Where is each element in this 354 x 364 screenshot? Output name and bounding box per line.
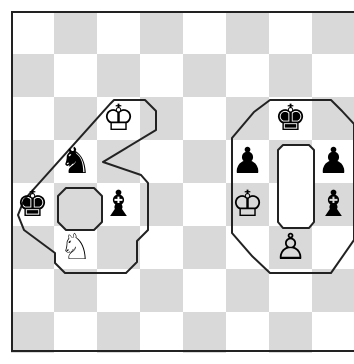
board-square[interactable] [183,269,226,312]
board-square[interactable] [11,11,54,54]
board-square[interactable] [183,97,226,140]
board-square[interactable] [11,97,54,140]
board-square[interactable] [183,11,226,54]
board-square[interactable] [269,269,312,312]
board-square[interactable] [226,97,269,140]
board-square[interactable] [226,11,269,54]
board-square[interactable] [183,312,226,353]
black-pawn-icon[interactable]: ♟ [226,140,269,183]
board-square[interactable] [54,269,97,312]
board-square[interactable] [140,312,183,353]
board-square[interactable] [54,312,97,353]
board-square[interactable] [140,226,183,269]
board-square[interactable] [226,54,269,97]
board-square[interactable] [269,183,312,226]
board-square[interactable] [140,54,183,97]
board-square[interactable] [226,269,269,312]
white-king-icon[interactable]: ♔ [97,97,140,140]
board-square[interactable] [140,11,183,54]
board-square[interactable] [54,97,97,140]
board-square[interactable] [312,226,354,269]
board-square[interactable] [11,312,54,353]
board-square[interactable] [11,269,54,312]
board-square[interactable] [54,183,97,226]
white-king-icon[interactable]: ♔ [226,183,269,226]
board-square[interactable] [183,226,226,269]
board-square[interactable] [312,11,354,54]
board-square[interactable] [312,312,354,353]
board-square[interactable] [183,54,226,97]
board-square[interactable] [140,97,183,140]
board-square[interactable] [54,54,97,97]
board-square[interactable] [140,269,183,312]
black-bishop-icon[interactable]: ♝ [312,183,354,226]
board-square[interactable] [97,269,140,312]
board-square[interactable] [97,140,140,183]
white-pawn-icon[interactable]: ♙ [269,226,312,269]
black-pawn-icon[interactable]: ♟ [312,140,354,183]
board-square[interactable] [269,11,312,54]
board-square[interactable] [97,226,140,269]
board-square[interactable] [312,269,354,312]
board-square[interactable] [97,54,140,97]
board-square[interactable] [269,54,312,97]
board-square[interactable] [11,54,54,97]
board-square[interactable] [183,140,226,183]
board-square[interactable] [312,97,354,140]
board-square[interactable] [97,312,140,353]
board-square[interactable] [11,226,54,269]
black-bishop-icon[interactable]: ♝ [97,183,140,226]
black-king-icon[interactable]: ♚ [11,183,54,226]
board-square[interactable] [269,140,312,183]
board-square[interactable] [183,183,226,226]
board-square[interactable] [312,54,354,97]
white-knight-icon[interactable]: ♘ [54,226,97,269]
board-square[interactable] [54,11,97,54]
board-square[interactable] [226,312,269,353]
board-square[interactable] [97,11,140,54]
board-square[interactable] [11,140,54,183]
black-king-icon[interactable]: ♚ [269,97,312,140]
board-square[interactable] [226,226,269,269]
board-square[interactable] [140,183,183,226]
board-square[interactable] [140,140,183,183]
black-knight-icon[interactable]: ♞ [54,140,97,183]
board-square[interactable] [269,312,312,353]
